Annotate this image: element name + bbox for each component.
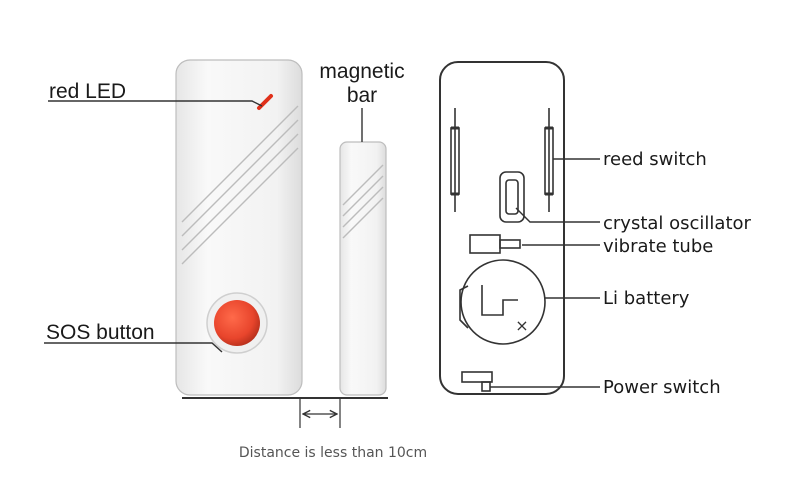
label-vibrate-tube: vibrate tube [603,236,713,257]
magnetic-bar [339,141,387,396]
label-li-battery: Li battery [603,288,690,309]
reed-switch-left [450,108,460,212]
sensor-body [175,59,303,396]
right-leaders [490,158,600,388]
distance-caption: Distance is less than 10cm [239,445,427,461]
label-reed-switch: reed switch [603,149,707,170]
internal-view: × [439,61,565,395]
label-crystal-oscillator: crystal oscillator [603,213,752,234]
battery-mark: × [515,316,528,335]
distance-dimension [299,398,341,428]
reed-switch-right [544,108,554,212]
label-red-led: red LED [49,80,126,103]
leader-red-led [48,100,263,107]
vibrate-tube [469,234,521,254]
leader-sos-button [44,342,223,353]
label-sos-button: SOS button [46,321,155,344]
label-magnetic-line1: magnetic [319,60,404,83]
label-magnetic-line2: bar [347,84,377,107]
label-power-switch: Power switch [603,377,721,398]
crystal-oscillator [499,171,525,223]
body-stripes [181,105,299,265]
power-switch [461,371,493,392]
sos-button [206,292,268,354]
li-battery [459,259,546,345]
